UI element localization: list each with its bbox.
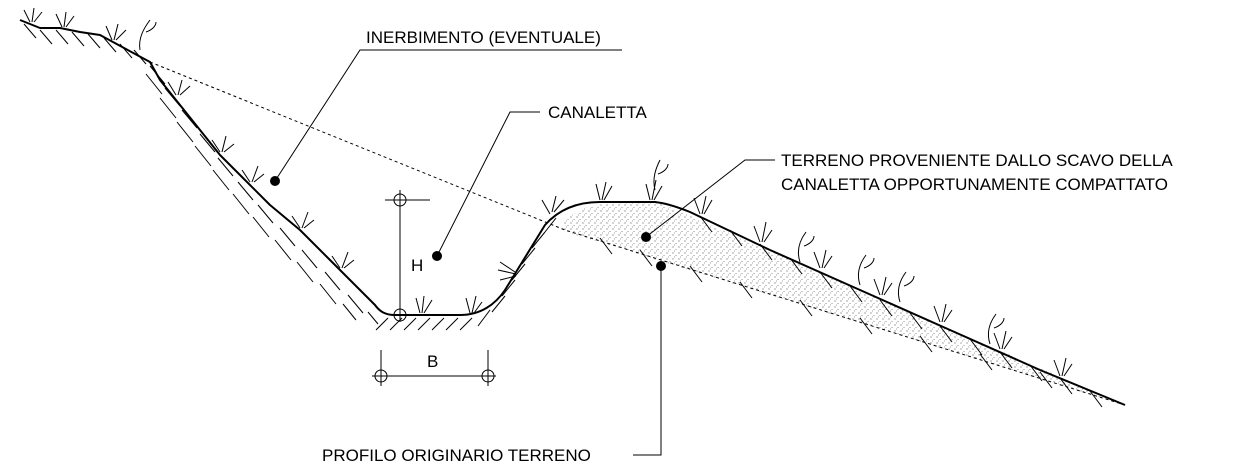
grass-tufts (23, 7, 1073, 377)
leader-profilo: PROFILO ORIGINARIO TERRENO (322, 261, 666, 465)
ground-hatch-right (599, 215, 1103, 408)
leader-inerbimento-dot (270, 176, 280, 186)
leader-profilo-dot (656, 261, 666, 271)
label-canaletta: CANALETTA (548, 103, 648, 122)
dimension-b: B (372, 350, 496, 386)
lining-hatch-left (23, 23, 557, 331)
shrubs (139, 19, 1005, 345)
leader-canaletta-dot (432, 251, 442, 261)
label-terreno-line1: TERRENO PROVENIENTE DALLO SCAVO DELLA (781, 151, 1173, 170)
leader-terreno-dot (641, 232, 651, 242)
label-terreno-line2: CANALETTA OPPORTUNAMENTE COMPATTATO (781, 175, 1168, 194)
dimension-h: H (385, 190, 430, 322)
dimension-h-label: H (411, 256, 423, 275)
leader-terreno: TERRENO PROVENIENTE DALLO SCAVO DELLA CA… (641, 151, 1173, 242)
leader-canaletta: CANALETTA (432, 103, 648, 261)
compacted-fill-area (560, 202, 1125, 405)
dimension-b-left-marker (374, 369, 388, 383)
dimension-h-top-marker (393, 193, 407, 207)
dimension-h-bottom-marker (393, 308, 407, 322)
leader-inerbimento: INERBIMENTO (EVENTUALE) (270, 28, 622, 186)
dimension-b-label: B (427, 352, 438, 371)
label-inerbimento: INERBIMENTO (EVENTUALE) (366, 28, 601, 47)
ground-surface-line (19, 19, 1126, 406)
label-profilo: PROFILO ORIGINARIO TERRENO (322, 446, 591, 465)
dimension-b-right-marker (481, 369, 495, 383)
